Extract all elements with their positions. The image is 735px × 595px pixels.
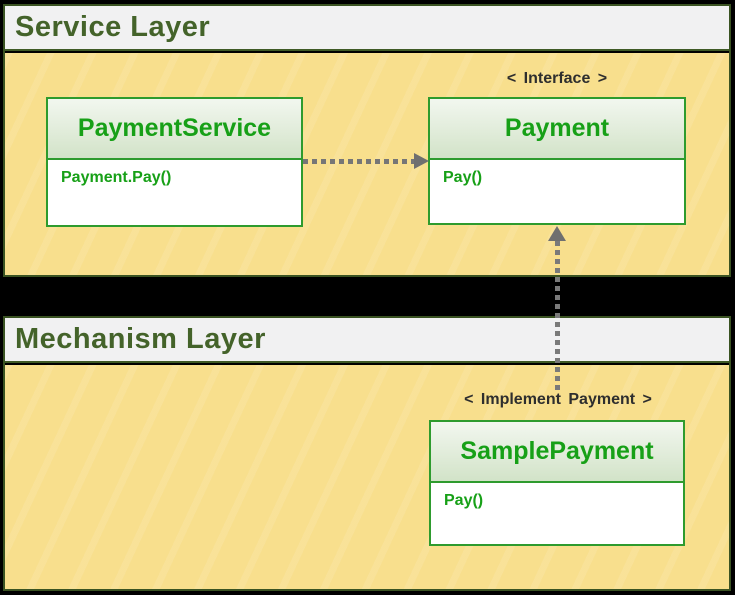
mechanism-layer-body bbox=[5, 365, 729, 589]
interface-stereotype-label: < Interface > bbox=[506, 70, 608, 87]
service-layer-header: Service Layer bbox=[5, 6, 729, 51]
class-box-payment: Payment Pay() bbox=[428, 97, 686, 225]
class-method: Pay() bbox=[444, 492, 484, 509]
arrowhead-up-icon bbox=[548, 226, 566, 241]
mechanism-layer-header: Mechanism Layer bbox=[5, 318, 729, 363]
arrowhead-right-icon bbox=[414, 153, 429, 169]
service-layer-title: Service Layer bbox=[15, 11, 211, 43]
class-header: PaymentService bbox=[48, 99, 301, 160]
class-name: SamplePayment bbox=[460, 437, 654, 465]
class-method: Pay() bbox=[443, 169, 483, 186]
class-body: Pay() bbox=[430, 160, 684, 223]
mechanism-layer-title: Mechanism Layer bbox=[15, 323, 266, 355]
dependency-arrow-line bbox=[303, 159, 416, 164]
realization-arrow-line bbox=[555, 241, 560, 391]
class-box-payment-service: PaymentService Payment.Pay() bbox=[46, 97, 303, 227]
class-box-sample-payment: SamplePayment Pay() bbox=[429, 420, 685, 546]
implement-payment-stereotype-label: < Implement Payment > bbox=[464, 391, 652, 408]
mechanism-layer-panel: Mechanism Layer bbox=[3, 316, 731, 591]
class-name: Payment bbox=[504, 114, 610, 142]
class-method: Payment.Pay() bbox=[61, 169, 172, 186]
class-header: SamplePayment bbox=[431, 422, 683, 483]
class-body: Payment.Pay() bbox=[48, 160, 301, 225]
class-name: PaymentService bbox=[77, 114, 272, 142]
class-header: Payment bbox=[430, 99, 684, 160]
class-body: Pay() bbox=[431, 483, 683, 544]
